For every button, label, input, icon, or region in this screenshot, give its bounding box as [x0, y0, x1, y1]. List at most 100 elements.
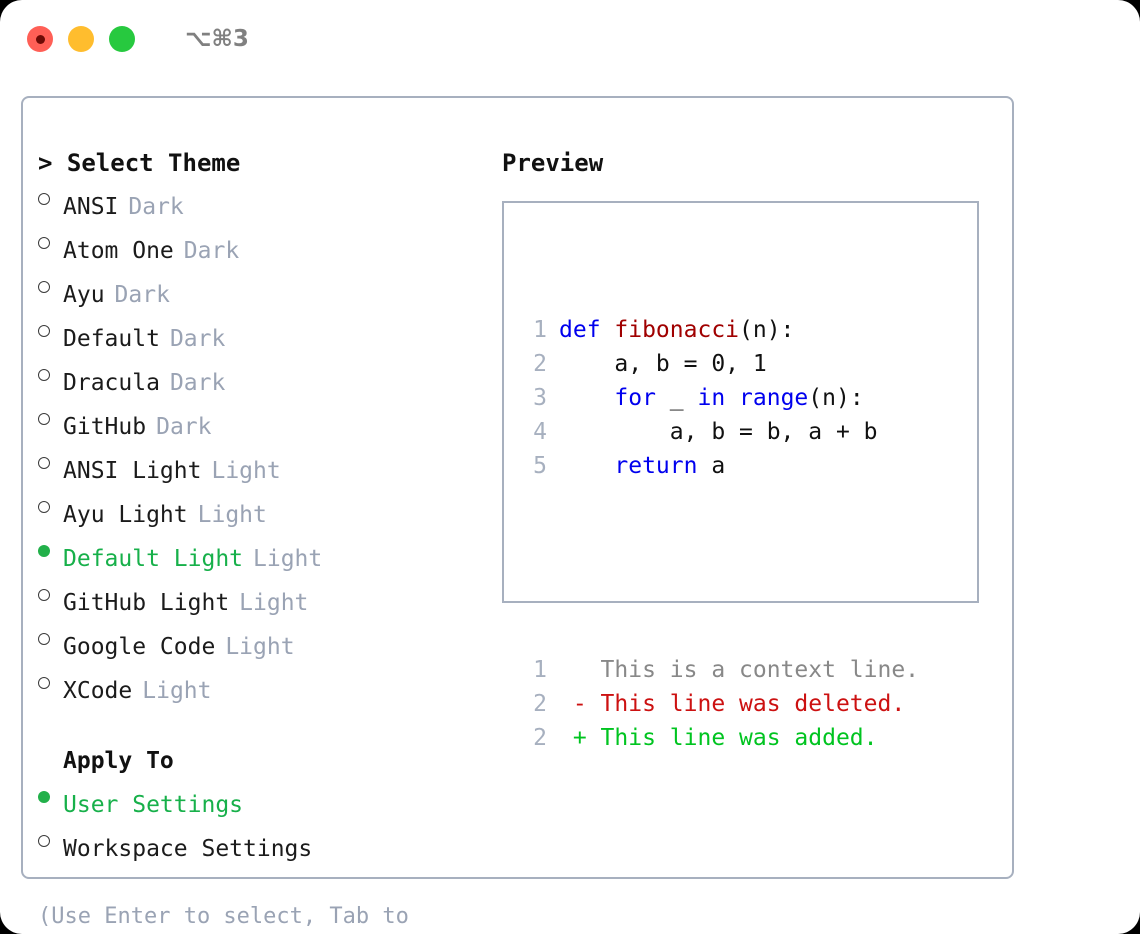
theme-tag: Dark: [183, 238, 240, 264]
radio-unselected-icon[interactable]: [38, 488, 63, 522]
radio-unselected-icon[interactable]: [38, 444, 63, 478]
line-number: 3: [533, 385, 547, 411]
diff-line-content: This is a context line.: [559, 653, 920, 687]
theme-label: Dracula: [63, 370, 160, 396]
apply-to-option[interactable]: Workspace Settings: [38, 822, 498, 866]
theme-option[interactable]: Default Dark: [38, 312, 498, 356]
close-dot-inner-icon: [35, 34, 45, 44]
code-line: 5 return a: [519, 449, 919, 483]
theme-tag: Light: [142, 678, 212, 704]
code-line-content: for _ in range(n):: [559, 381, 864, 415]
theme-tag: Light: [253, 546, 323, 572]
theme-option[interactable]: ANSI Light Light: [38, 444, 498, 488]
theme-label: Ayu: [63, 282, 105, 308]
theme-tag: Light: [225, 634, 295, 660]
line-number: 2: [533, 691, 547, 717]
token-kw: return: [559, 453, 712, 479]
line-number: 4: [533, 419, 547, 445]
radio-mark: [38, 633, 50, 645]
theme-tag: Light: [197, 502, 267, 528]
theme-label: ANSI Light: [63, 458, 202, 484]
theme-tag: Light: [211, 458, 281, 484]
radio-unselected-icon[interactable]: [38, 312, 63, 346]
theme-label: XCode: [63, 678, 133, 704]
apply-to-header: Apply To: [63, 748, 174, 774]
token-add: + This line was added.: [559, 725, 878, 751]
theme-option[interactable]: Atom One Dark: [38, 224, 498, 268]
theme-option[interactable]: XCode Light: [38, 664, 498, 708]
radio-unselected-icon[interactable]: [38, 224, 63, 258]
radio-unselected-icon[interactable]: [38, 400, 63, 434]
code-line: 2 a, b = 0, 1: [519, 347, 919, 381]
apply-to-label: Workspace Settings: [63, 836, 313, 862]
token-kw: range: [739, 385, 809, 411]
token-plain: a, b = 0, 1: [559, 351, 767, 377]
radio-mark: [38, 369, 50, 381]
diff-line: 2 + This line was added.: [519, 721, 919, 755]
minimize-window-button[interactable]: [68, 26, 94, 52]
radio-selected-icon[interactable]: [38, 778, 63, 812]
code-line-content: return a: [559, 449, 725, 483]
theme-option[interactable]: Ayu Light Light: [38, 488, 498, 532]
theme-option[interactable]: Ayu Dark: [38, 268, 498, 312]
token-kw: in: [697, 385, 740, 411]
apply-to-label: User Settings: [63, 792, 244, 818]
radio-mark: [38, 413, 50, 425]
keyboard-hint-text: (Use Enter to select, Tab to change focu…: [38, 904, 409, 929]
radio-unselected-icon[interactable]: [38, 356, 63, 390]
radio-unselected-icon[interactable]: [38, 664, 63, 698]
theme-label: Default Light: [63, 546, 244, 572]
close-window-button[interactable]: [27, 26, 53, 52]
code-diff-gap: [519, 551, 919, 585]
token-plain: a, b = b, a + b: [559, 419, 878, 445]
zoom-window-button[interactable]: [109, 26, 135, 52]
line-number: 2: [533, 725, 547, 751]
radio-unselected-icon[interactable]: [38, 822, 63, 856]
radio-mark: [38, 835, 50, 847]
diff-line: 1 This is a context line.: [519, 653, 919, 687]
code-line: 3 for _ in range(n):: [519, 381, 919, 415]
list-spacer: [38, 708, 498, 744]
theme-tag: Light: [239, 590, 309, 616]
theme-tag: Dark: [169, 370, 226, 396]
radio-mark: [38, 281, 50, 293]
theme-tag: Dark: [114, 282, 170, 308]
radio-unselected-icon[interactable]: [38, 576, 63, 610]
line-number: 1: [533, 317, 547, 343]
radio-mark: [38, 677, 50, 689]
radio-unselected-icon[interactable]: [38, 620, 63, 654]
token-plain: a: [711, 453, 726, 479]
theme-option[interactable]: Dracula Dark: [38, 356, 498, 400]
theme-label: Default: [63, 326, 160, 352]
radio-unselected-icon[interactable]: [38, 268, 63, 302]
radio-unselected-icon[interactable]: [38, 180, 63, 214]
radio-mark: [38, 325, 50, 337]
radio-mark: [38, 545, 50, 557]
theme-tag: Dark: [169, 326, 226, 352]
token-fn: fibonacci: [614, 317, 740, 343]
window-titlebar: ⌥⌘3: [0, 0, 1140, 78]
radio-selected-icon[interactable]: [38, 532, 63, 566]
theme-label: Ayu Light: [63, 502, 188, 528]
radio-mark: [38, 501, 50, 513]
diff-sample-block: 1 This is a context line.2 - This line w…: [519, 653, 919, 755]
apply-to-option[interactable]: User Settings: [38, 778, 498, 822]
theme-label: ANSI: [63, 194, 119, 220]
diff-line: 2 - This line was deleted.: [519, 687, 919, 721]
theme-option[interactable]: Default Light Light: [38, 532, 498, 576]
token-plain: (n):: [808, 385, 864, 411]
theme-label: Atom One: [63, 238, 174, 264]
token-ctx: This is a context line.: [559, 657, 920, 683]
token-plain: _: [669, 385, 698, 411]
